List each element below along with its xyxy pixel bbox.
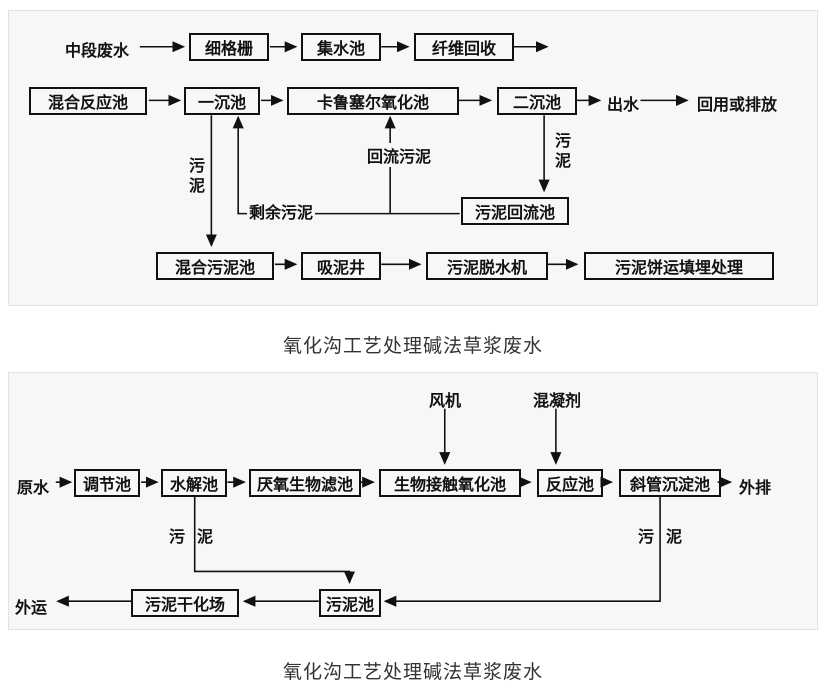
edge-label-return-sludge: 回流污泥 [365,143,434,167]
label-transport-out: 外运 [15,598,48,617]
node-fiber-recovery: 纤维回收 [414,33,514,61]
node-secondary-sedimentation: 二沉池 [497,87,577,115]
node-anaerobic-biofilter: 厌氧生物滤池 [249,469,361,497]
node-sludge-cake-disposal: 污泥饼运填埋处理 [584,252,774,280]
node-mixing-reaction-tank: 混合反应池 [29,87,147,115]
node-sludge-tank: 污泥池 [319,589,381,617]
node-sludge-suction-well: 吸泥井 [301,252,381,280]
edge-label-sludge-settler: 污泥 [638,527,695,546]
node-sludge-return-tank: 污泥回流池 [461,197,569,225]
node-inclined-tube-settler: 斜管沉淀池 [619,469,721,497]
label-effluent: 出水 [607,95,640,114]
node-sludge-drying-field: 污泥干化场 [131,589,239,617]
label-discharge: 外排 [739,478,772,497]
edge-label-excess-sludge: 剩余污泥 [247,199,316,223]
label-middle-stage-wastewater: 中段废水 [65,41,130,60]
node-reaction-tank: 反应池 [537,469,603,497]
node-primary-sedimentation: 一沉池 [184,87,260,115]
node-collecting-tank: 集水池 [301,33,381,61]
node-fine-screen: 细格栅 [189,33,269,61]
label-reuse-or-discharge: 回用或排放 [697,95,778,114]
flow-arrow-settler-sludge [383,496,661,607]
caption-bottom: 氧化沟工艺处理碱法草浆废水 [282,661,543,683]
node-hydrolysis-tank: 水解池 [161,469,227,497]
edge-label-sludge-hydrolysis: 污泥 [169,527,226,546]
node-sludge-dewatering: 污泥脱水机 [426,252,548,280]
node-regulating-tank: 调节池 [74,469,140,497]
diagram-top-panel: 中段废水 细格栅 集水池 纤维回收 混合反应池 一沉池 卡鲁塞尔氧化池 二沉池 … [8,10,818,306]
edge-label-sludge-right: 污泥 [554,131,571,170]
label-blower: 风机 [429,391,462,410]
diagram-bottom-panel: 风机 混凝剂 原水 调节池 水解池 厌氧生物滤池 生物接触氧化池 反应池 斜管沉… [8,372,818,630]
label-raw-water: 原水 [17,478,50,497]
caption-top: 氧化沟工艺处理碱法草浆废水 [282,335,543,357]
node-bio-contact-oxidation: 生物接触氧化池 [379,469,521,497]
edge-label-sludge-left: 污泥 [188,156,205,195]
label-coagulant: 混凝剂 [533,391,582,410]
node-mixed-sludge-tank: 混合污泥池 [156,252,274,280]
node-carrousel-oxidation: 卡鲁塞尔氧化池 [287,87,459,115]
